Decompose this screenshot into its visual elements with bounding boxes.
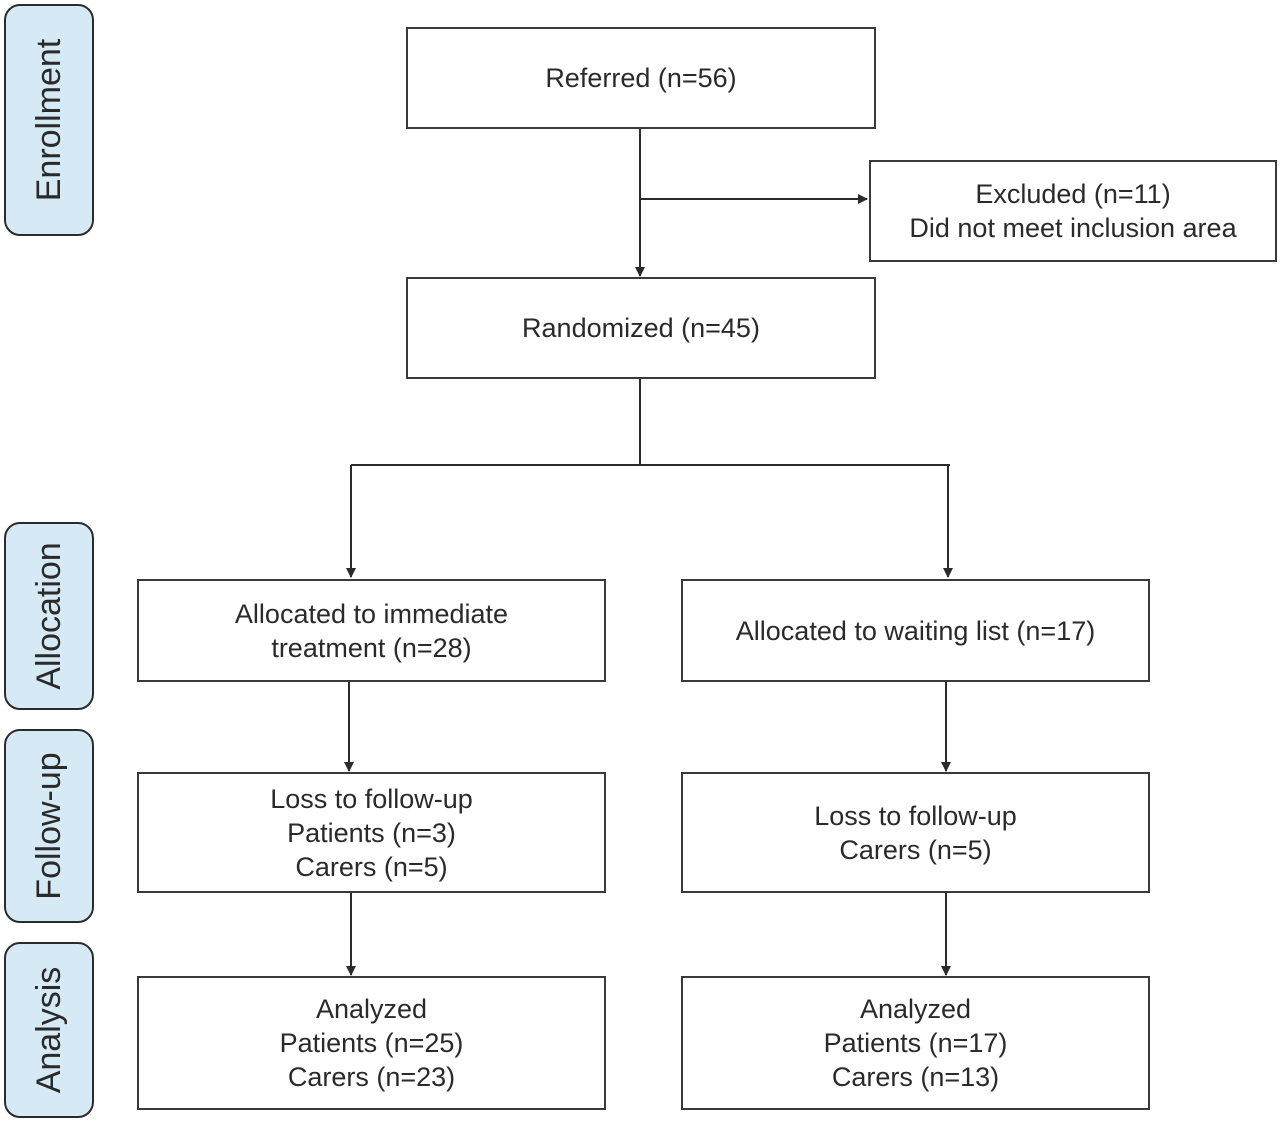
box-alloc-immediate: Allocated to immediate treatment (n=28) [137, 579, 606, 682]
box-loss-immediate-line: Loss to follow-up [270, 783, 473, 814]
box-analyzed-waiting-line: Carers (n=13) [831, 1062, 1000, 1092]
box-alloc-immediate-line: treatment (n=28) [271, 632, 472, 663]
box-referred-line: Referred (n=56) [545, 63, 737, 93]
box-analyzed-immediate-line: Analyzed [315, 994, 428, 1024]
box-excluded-line: Excluded (n=11) [975, 179, 1171, 209]
box-randomized-line: Randomized (n=45) [522, 313, 760, 343]
box-referred: Referred (n=56) [406, 27, 876, 129]
box-analyzed-immediate: Analyzed Patients (n=25) Carers (n=23) [137, 976, 606, 1110]
box-analyzed-waiting-line: Patients (n=17) [823, 1028, 1008, 1058]
box-analyzed-immediate-line: Patients (n=25) [279, 1028, 464, 1058]
stage-allocation-label: Allocation [30, 542, 68, 690]
box-excluded: Excluded (n=11) Did not meet inclusion a… [869, 160, 1277, 262]
box-alloc-waiting: Allocated to waiting list (n=17) [681, 579, 1150, 682]
box-loss-immediate-line: Patients (n=3) [287, 817, 456, 848]
box-loss-waiting-line: Carers (n=5) [839, 834, 992, 865]
stage-analysis-label: Analysis [30, 966, 68, 1094]
box-analyzed-waiting-line: Analyzed [859, 994, 972, 1024]
stage-enrollment: Enrollment [4, 4, 94, 236]
box-loss-waiting-line: Loss to follow-up [814, 800, 1017, 831]
stage-follow-up-label: Follow-up [30, 752, 68, 900]
box-loss-waiting: Loss to follow-up Carers (n=5) [681, 772, 1150, 893]
box-alloc-waiting-line: Allocated to waiting list (n=17) [735, 615, 1096, 646]
box-randomized: Randomized (n=45) [406, 277, 876, 379]
box-excluded-line: Did not meet inclusion area [909, 213, 1237, 243]
box-analyzed-immediate-line: Carers (n=23) [287, 1062, 456, 1092]
box-alloc-immediate-line: Allocated to immediate [234, 598, 509, 629]
box-loss-immediate-line: Carers (n=5) [295, 851, 448, 882]
box-analyzed-waiting: Analyzed Patients (n=17) Carers (n=13) [681, 976, 1150, 1110]
stage-enrollment-label: Enrollment [30, 38, 68, 202]
stage-follow-up: Follow-up [4, 729, 94, 923]
stage-analysis: Analysis [4, 942, 94, 1118]
box-loss-immediate: Loss to follow-up Patients (n=3) Carers … [137, 772, 606, 893]
stage-allocation: Allocation [4, 522, 94, 710]
